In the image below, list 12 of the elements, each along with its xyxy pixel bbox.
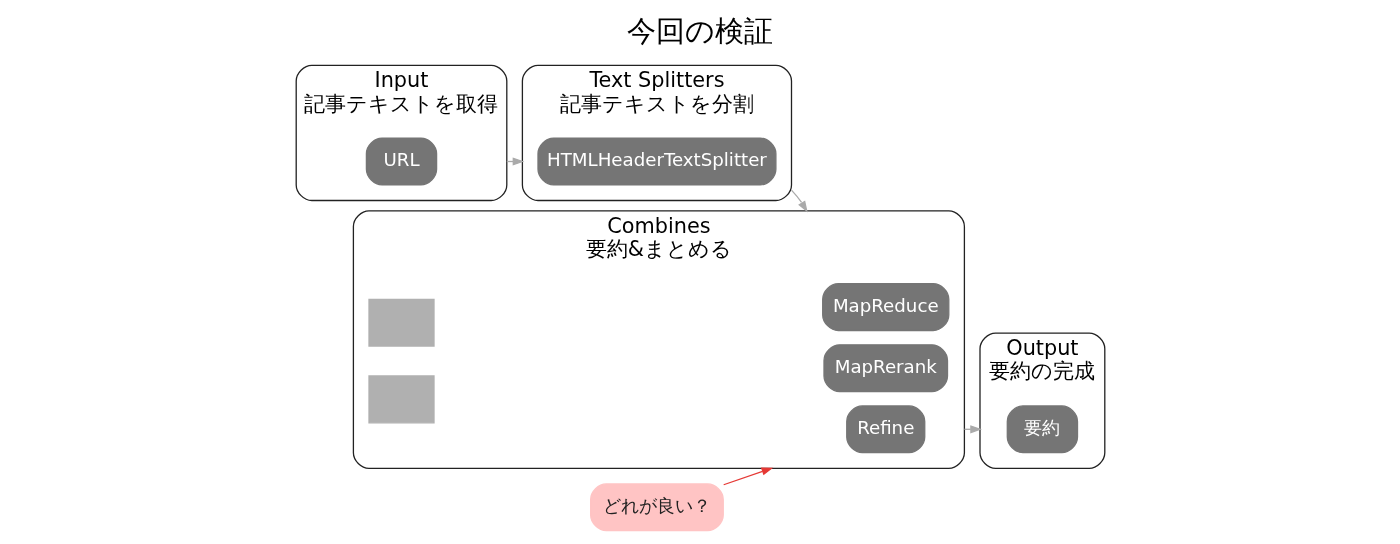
diagram-title: 今回の検証 — [627, 14, 773, 49]
node-box: どれが良い？ — [589, 483, 724, 532]
node-box — [367, 375, 435, 424]
arrow — [790, 189, 808, 213]
node-box: HTMLHeaderTextSplitter — [536, 137, 777, 186]
node-box: 要約 — [1006, 405, 1078, 454]
node-box: MapReduce — [821, 283, 949, 332]
node-box — [367, 298, 435, 347]
node-box: MapRerank — [822, 344, 948, 393]
node-box: Refine — [845, 405, 925, 454]
node-box: URL — [365, 137, 437, 186]
arrow — [722, 467, 773, 486]
